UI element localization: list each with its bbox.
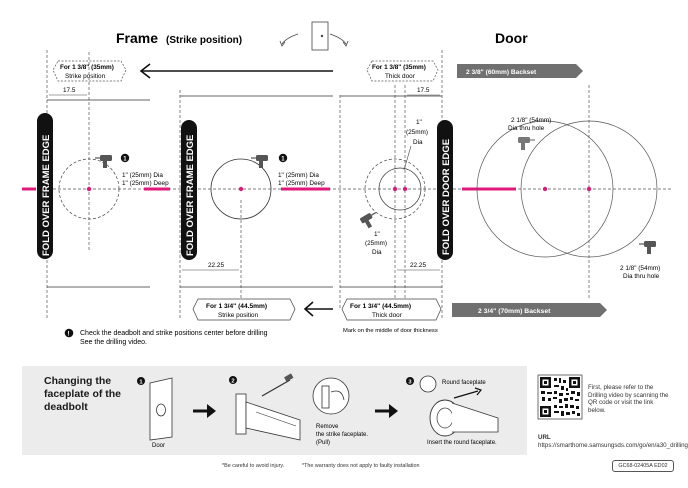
panel-step-1-num: 1 (139, 379, 143, 385)
check-note: ! Check the deadbolt and strike position… (64, 328, 268, 346)
backset-70-bar: 2 3/4" (70mm) Backset (452, 303, 607, 317)
remove-label-1: Remove (316, 424, 339, 430)
check-note-line-1: Check the deadbolt and strike positions … (80, 330, 268, 337)
frame-hole-1 (58, 158, 120, 220)
reference-lines (28, 50, 672, 320)
frame2-dia: 1" (25mm) Dia (278, 172, 319, 179)
dim-22-25-right: 22.25 (397, 262, 440, 271)
door-side-3: Dia (372, 249, 382, 256)
frame1-dia: 1" (25mm) Dia (122, 172, 163, 179)
step-badge-frame-2-num: 1 (281, 156, 285, 162)
dim-22-25-left-label: 22.25 (208, 262, 224, 269)
panel-arrow-2 (375, 404, 398, 418)
dim-22-25-left: 22.25 (182, 262, 239, 271)
dim-17-5-left-label: 17.5 (63, 87, 76, 94)
frame-bottom-label-1: For 1 3/4" (44.5mm) (206, 303, 267, 310)
url-label: URL (538, 434, 551, 441)
door-small-3: Dia (413, 139, 423, 146)
panel-step-1: 1 Door (137, 377, 173, 449)
fold-strip-frame-1: FOLD OVER FRAME EDGE (37, 113, 53, 259)
drill-icon-frame-2 (251, 155, 268, 168)
frame2-deep: 1" (25mm) Deep (278, 180, 325, 187)
left-arrow-bottom (303, 301, 333, 317)
door-step-label: Door (152, 443, 165, 449)
left-arrow-top (139, 63, 333, 79)
footer-warning-1: *Be careful to avoid injury. (222, 463, 285, 469)
thru-top-2: Dia thru hole (508, 125, 545, 132)
step-badge-frame-1-num: 1 (123, 156, 127, 162)
drilling-video-link[interactable]: https://smarthome.samsungsds.com/go/en/a… (538, 441, 688, 449)
fold-strip-door: FOLD OVER DOOR EDGE (437, 120, 453, 260)
fold-frame-edge-label-1: FOLD OVER FRAME EDGE (41, 135, 52, 256)
door-small-1: 1" (416, 119, 422, 126)
dim-22-25-right-label: 22.25 (410, 262, 426, 269)
door-top-label-2: Thick door (385, 73, 416, 80)
door-swing-icon (279, 21, 349, 51)
drill-icon-door-side (360, 212, 377, 229)
fold-door-edge-label: FOLD OVER DOOR EDGE (441, 139, 452, 255)
drill-icon-door-bottom (639, 241, 656, 254)
thru-bottom-2: Dia thru hole (623, 273, 660, 280)
faceplate-panel-title: Changing the faceplate of the deadbolt (44, 375, 122, 413)
door-side-2: (25mm) (365, 240, 387, 247)
frame-bottom-label-2: Strike position (218, 312, 259, 319)
fold-frame-edge-label-2: FOLD OVER FRAME EDGE (185, 135, 196, 256)
backset-60-label: 2 3/8" (60mm) Backset (466, 69, 537, 76)
drill-icon-door-top (518, 137, 535, 150)
remove-label-3: (Pull) (316, 440, 330, 446)
drill-icon-frame-1 (95, 155, 112, 168)
door-thru-holes (476, 120, 658, 258)
door-top-label-1: For 1 3/8" (35mm) (372, 64, 426, 71)
panel-step-2: 2 (229, 373, 301, 441)
door-side-1: 1" (374, 231, 380, 238)
insert-label: Insert the round faceplate. (427, 440, 497, 446)
qr-code (537, 374, 583, 420)
panel-step-3: 3 Round faceplate Insert the round facep… (406, 375, 499, 446)
qr-url-block: URL https://smarthome.samsungsds.com/go/… (538, 434, 688, 449)
round-faceplate-label: Round faceplate (442, 380, 486, 386)
thru-top-1: 2 1/8" (54mm) (511, 117, 551, 124)
dim-17-5-right-label: 17.5 (417, 87, 430, 94)
remove-label-2: the strike faceplate. (316, 432, 368, 438)
door-bottom-label-2: Thick door (372, 312, 403, 319)
frame1-deep: 1" (25mm) Deep (122, 180, 169, 187)
backset-70-label: 2 3/4" (70mm) Backset (478, 308, 551, 315)
door-hole-small (364, 158, 426, 220)
footer-warning-2: *The warranty does not apply to faulty i… (302, 463, 420, 469)
dim-17-5-left: 17.5 (49, 87, 87, 96)
qr-instruction: First, please refer to the Drilling vide… (588, 384, 669, 414)
frame-subtitle: (Strike position) (166, 35, 242, 46)
frame-top-callout: For 1 3/8" (35mm) Strike position (52, 60, 127, 82)
door-bottom-label-1: For 1 3/4" (44.5mm) (350, 303, 411, 310)
frame-hole-2 (210, 158, 272, 220)
frame-bottom-callout: For 1 3/4" (44.5mm) Strike position (192, 298, 296, 321)
door-small-2: (25mm) (406, 129, 428, 136)
step-badge-frame-2: 1 (278, 153, 288, 162)
check-note-line-2: See the drilling video. (80, 339, 147, 346)
frame-top-label-2: Strike position (65, 73, 106, 80)
door-bottom-callout: For 1 3/4" (44.5mm) Thick door (341, 298, 442, 321)
frame-title: Frame (116, 30, 158, 46)
panel-step-3-num: 3 (408, 379, 412, 385)
mark-middle-note: Mark on the middle of door thickness (343, 328, 438, 334)
backset-60-bar: 2 3/8" (60mm) Backset (457, 64, 583, 78)
thru-bottom-1: 2 1/8" (54mm) (620, 265, 660, 272)
panel-arrow-1 (193, 404, 216, 418)
warning-icon: ! (68, 331, 70, 338)
panel-step-2-num: 2 (231, 378, 234, 384)
remove-faceplate-detail: Remove the strike faceplate. (Pull) (312, 377, 368, 446)
fold-strip-frame-2: FOLD OVER FRAME EDGE (181, 120, 197, 260)
door-title: Door (495, 30, 528, 46)
step-badge-frame-1: 1 (120, 153, 130, 162)
guide-lines (47, 95, 442, 288)
frame-top-label-1: For 1 3/8" (35mm) (60, 64, 114, 71)
dim-17-5-right: 17.5 (407, 87, 440, 96)
document-code: GC68-02405A ED02 (612, 460, 674, 472)
door-top-callout: For 1 3/8" (35mm) Thick door (366, 60, 439, 82)
